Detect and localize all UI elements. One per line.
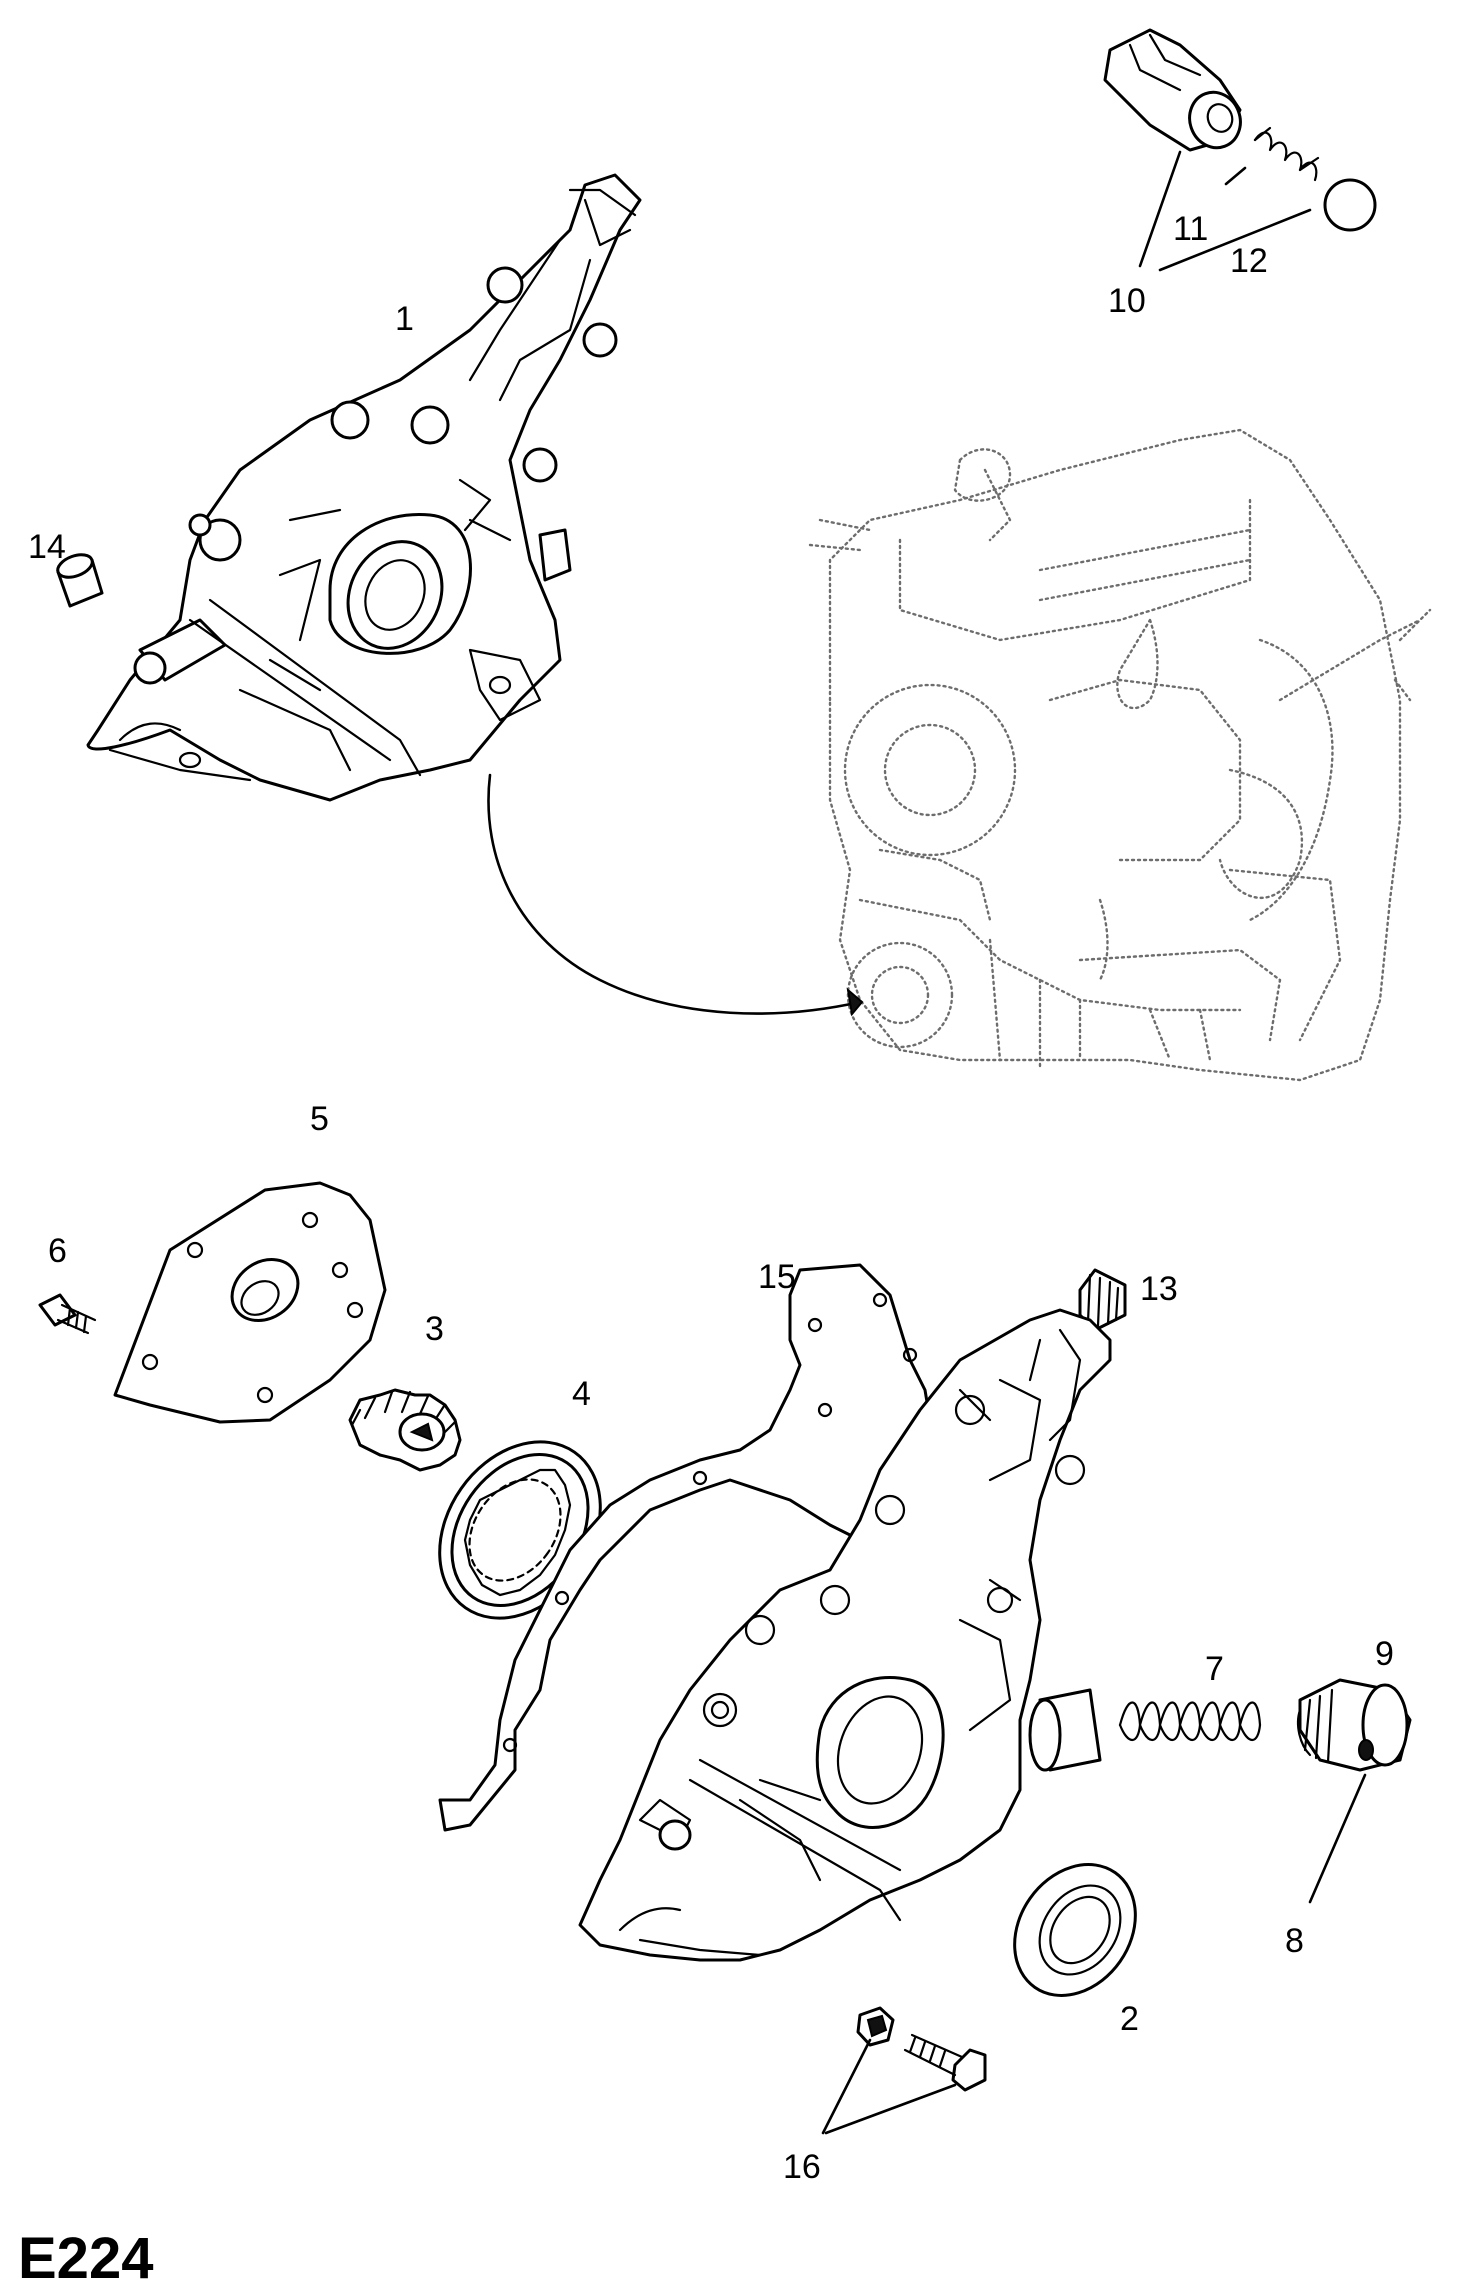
callout-15: 15 bbox=[758, 1258, 796, 1296]
valve-assembly-parts-10-11-12 bbox=[1103, 28, 1377, 232]
callout-5: 5 bbox=[310, 1100, 329, 1138]
inner-gear-part-3 bbox=[348, 1388, 462, 1472]
oil-seal-part-2 bbox=[1013, 1863, 1137, 1997]
threaded-plug-part-13 bbox=[1078, 1268, 1127, 1332]
callout-10: 10 bbox=[1108, 282, 1146, 320]
callout-2: 2 bbox=[1120, 2000, 1139, 2038]
leader-lines bbox=[487, 150, 1367, 2135]
callout-3: 3 bbox=[425, 1310, 444, 1348]
cover-plate-part-5 bbox=[113, 1181, 387, 1424]
callout-1: 1 bbox=[395, 300, 414, 338]
oil-pump-housing-lower bbox=[578, 1308, 1112, 1962]
gasket-part-15 bbox=[438, 1263, 932, 1832]
callout-14: 14 bbox=[28, 528, 66, 566]
callout-16: 16 bbox=[783, 2148, 821, 2186]
bolt-part-6 bbox=[38, 1293, 97, 1335]
sleeve-part-14 bbox=[56, 553, 104, 608]
callout-11: 11 bbox=[1173, 210, 1208, 248]
diagram-code: E224 bbox=[18, 2226, 153, 2291]
nut-bolt-part-16 bbox=[856, 2006, 987, 2092]
callout-6: 6 bbox=[48, 1232, 67, 1270]
callout-8: 8 bbox=[1285, 1922, 1304, 1960]
engine-assembly-illustration bbox=[808, 428, 1432, 1082]
callout-4: 4 bbox=[572, 1375, 591, 1413]
callout-13: 13 bbox=[1140, 1270, 1178, 1308]
callout-12: 12 bbox=[1230, 242, 1268, 280]
plunger-spring-part-7 bbox=[1028, 1688, 1262, 1772]
callout-9: 9 bbox=[1375, 1635, 1394, 1673]
plug-washer-parts-8-9 bbox=[1296, 1678, 1412, 1772]
callout-labels: 1 2 3 4 5 6 7 8 9 10 11 12 13 14 15 16 bbox=[28, 210, 1394, 2186]
callout-7: 7 bbox=[1205, 1650, 1224, 1688]
oil-pump-housing-part-1 bbox=[86, 173, 642, 802]
